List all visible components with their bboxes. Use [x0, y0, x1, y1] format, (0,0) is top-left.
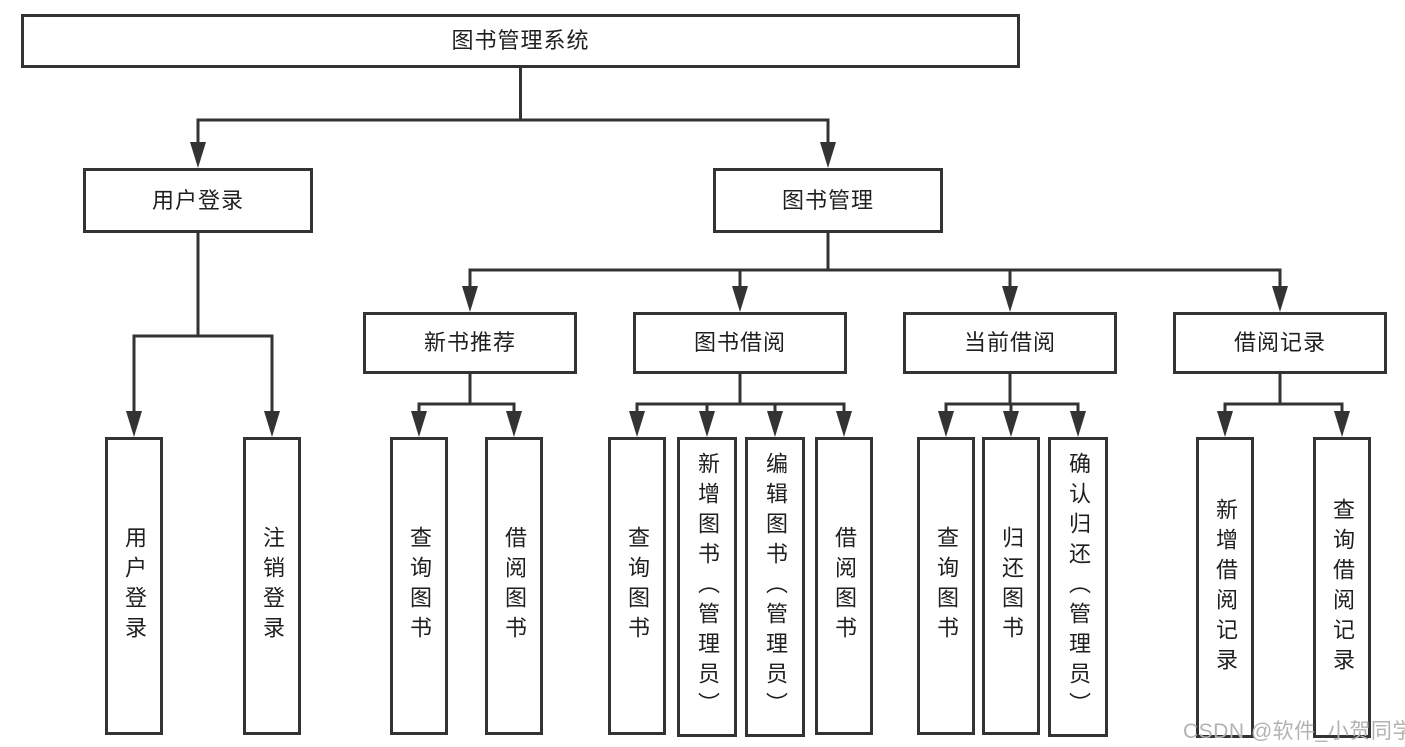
arrow-down-icon — [629, 411, 645, 437]
arrow-down-icon — [820, 142, 836, 168]
node-book-management: 图书管理 — [713, 168, 943, 233]
arrow-down-icon — [462, 286, 478, 312]
leaf-add-books-admin: 新增图书（管理员） — [677, 437, 737, 737]
node-root-library-system: 图书管理系统 — [21, 14, 1020, 68]
connectors-root-to-level2 — [190, 68, 836, 168]
leaf-query-books: 查询图书 — [917, 437, 975, 735]
leaf-logout: 注销登录 — [243, 437, 301, 735]
arrow-down-icon — [1334, 411, 1350, 437]
arrow-down-icon — [1070, 411, 1086, 437]
connectors-user-login-branch — [126, 233, 280, 437]
arrow-down-icon — [732, 286, 748, 312]
arrow-down-icon — [938, 411, 954, 437]
leaf-return-books: 归还图书 — [982, 437, 1040, 735]
arrow-down-icon — [1272, 286, 1288, 312]
node-borrow-records: 借阅记录 — [1173, 312, 1387, 374]
arrow-down-icon — [506, 411, 522, 437]
arrow-down-icon — [767, 411, 783, 437]
node-book-borrow: 图书借阅 — [633, 312, 847, 374]
arrow-down-icon — [1217, 411, 1233, 437]
arrow-down-icon — [126, 411, 142, 437]
arrow-down-icon — [836, 411, 852, 437]
arrow-down-icon — [1003, 411, 1019, 437]
leaf-user-login: 用户登录 — [105, 437, 163, 735]
leaf-borrow-books: 借阅图书 — [815, 437, 873, 735]
arrow-down-icon — [1002, 286, 1018, 312]
leaf-query-books: 查询图书 — [608, 437, 666, 735]
leaf-edit-books-admin: 编辑图书（管理员） — [745, 437, 805, 737]
leaf-borrow-books: 借阅图书 — [485, 437, 543, 735]
connectors-borrow-records — [1217, 374, 1350, 437]
arrow-down-icon — [190, 142, 206, 168]
csdn-watermark: CSDN @软件_小贺同学 — [1183, 720, 1405, 743]
leaf-confirm-return-admin: 确认归还（管理员） — [1048, 437, 1108, 737]
connectors-book-management-to-level3 — [462, 233, 1288, 312]
connectors-book-borrow — [629, 374, 852, 437]
arrow-down-icon — [264, 411, 280, 437]
connectors-new-book-recommend — [411, 374, 522, 437]
arrow-down-icon — [411, 411, 427, 437]
leaf-add-borrow-record: 新增借阅记录 — [1196, 437, 1254, 738]
node-new-book-recommend: 新书推荐 — [363, 312, 577, 374]
leaf-query-borrow-record: 查询借阅记录 — [1313, 437, 1371, 738]
connectors-current-borrow — [938, 374, 1086, 437]
leaf-query-books: 查询图书 — [390, 437, 448, 735]
node-user-login: 用户登录 — [83, 168, 313, 233]
arrow-down-icon — [699, 411, 715, 437]
node-current-borrow: 当前借阅 — [903, 312, 1117, 374]
